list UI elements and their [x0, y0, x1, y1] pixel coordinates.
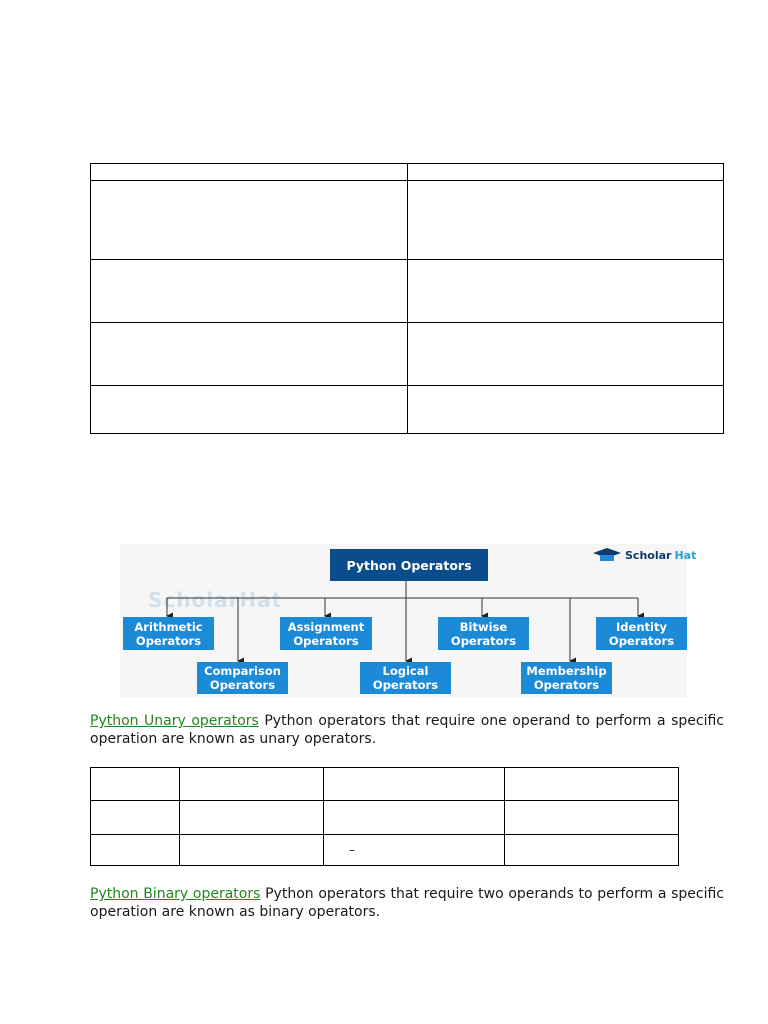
table-cell — [406, 163, 724, 181]
binary-operators-paragraph: Python Binary operators Python operators… — [90, 885, 724, 921]
logo-text-part1: Scholar — [625, 548, 672, 562]
watermark-text: ScholarHat — [148, 588, 283, 612]
unary-operators-paragraph: Python Unary operators Python operators … — [90, 712, 724, 748]
root-label: Python Operators — [346, 557, 472, 573]
box-label-line2: Operators — [135, 633, 202, 648]
unary-operators-link[interactable]: Python Unary operators — [90, 713, 259, 729]
box-label-line2: Operators — [450, 633, 517, 648]
table-cell — [90, 834, 180, 866]
table-cell — [406, 322, 724, 386]
table-cell — [90, 800, 180, 835]
unary-operators-text: Python operators that require one operan… — [90, 713, 724, 747]
table-cell — [90, 180, 408, 260]
binary-operators-link[interactable]: Python Binary operators — [90, 886, 261, 902]
box-label-line2: Operators — [372, 678, 439, 692]
table-cell — [406, 180, 724, 260]
box-label-line2: Operators — [209, 678, 276, 692]
box-label-line1: Membership — [526, 664, 607, 678]
table-cell — [90, 163, 408, 181]
logo-text-part2: Hat — [674, 548, 697, 562]
box-label-line1: Comparison — [204, 664, 281, 678]
table-cell — [179, 800, 324, 835]
connector-lines — [166, 581, 644, 665]
table-cell — [406, 259, 724, 323]
minus-symbol: – — [349, 843, 355, 857]
box-label-line1: Bitwise — [459, 619, 508, 634]
table-cell — [323, 800, 505, 835]
table-cell — [90, 385, 408, 434]
operators-table-1 — [90, 163, 724, 434]
table-cell — [179, 834, 324, 866]
python-operators-root: Python Operators — [330, 549, 488, 581]
table-cell — [90, 767, 180, 801]
table-cell — [90, 259, 408, 323]
watermark: ScholarHat — [148, 588, 282, 612]
table-cell-minus: – — [323, 834, 505, 866]
table-cell — [179, 767, 324, 801]
table-cell — [504, 800, 679, 835]
binary-operators-text: Python operators that require two operan… — [90, 886, 725, 920]
table-cell — [90, 322, 408, 386]
table-cell — [504, 834, 679, 866]
box-label-line2: Operators — [293, 633, 359, 648]
graduation-cap-icon — [593, 548, 621, 561]
box-label-line2: Operators — [533, 678, 600, 692]
box-label-line1: Logical — [382, 664, 429, 678]
box-label-line2: Operators — [608, 633, 675, 648]
box-label-line1: Arithmetic — [134, 619, 203, 634]
unary-operators-table: – — [90, 767, 679, 866]
table-cell — [323, 767, 505, 801]
box-label-line1: Assignment — [287, 619, 365, 634]
box-label-line1: Identity — [616, 619, 667, 634]
table-cell — [406, 385, 724, 434]
table-cell — [504, 767, 679, 801]
